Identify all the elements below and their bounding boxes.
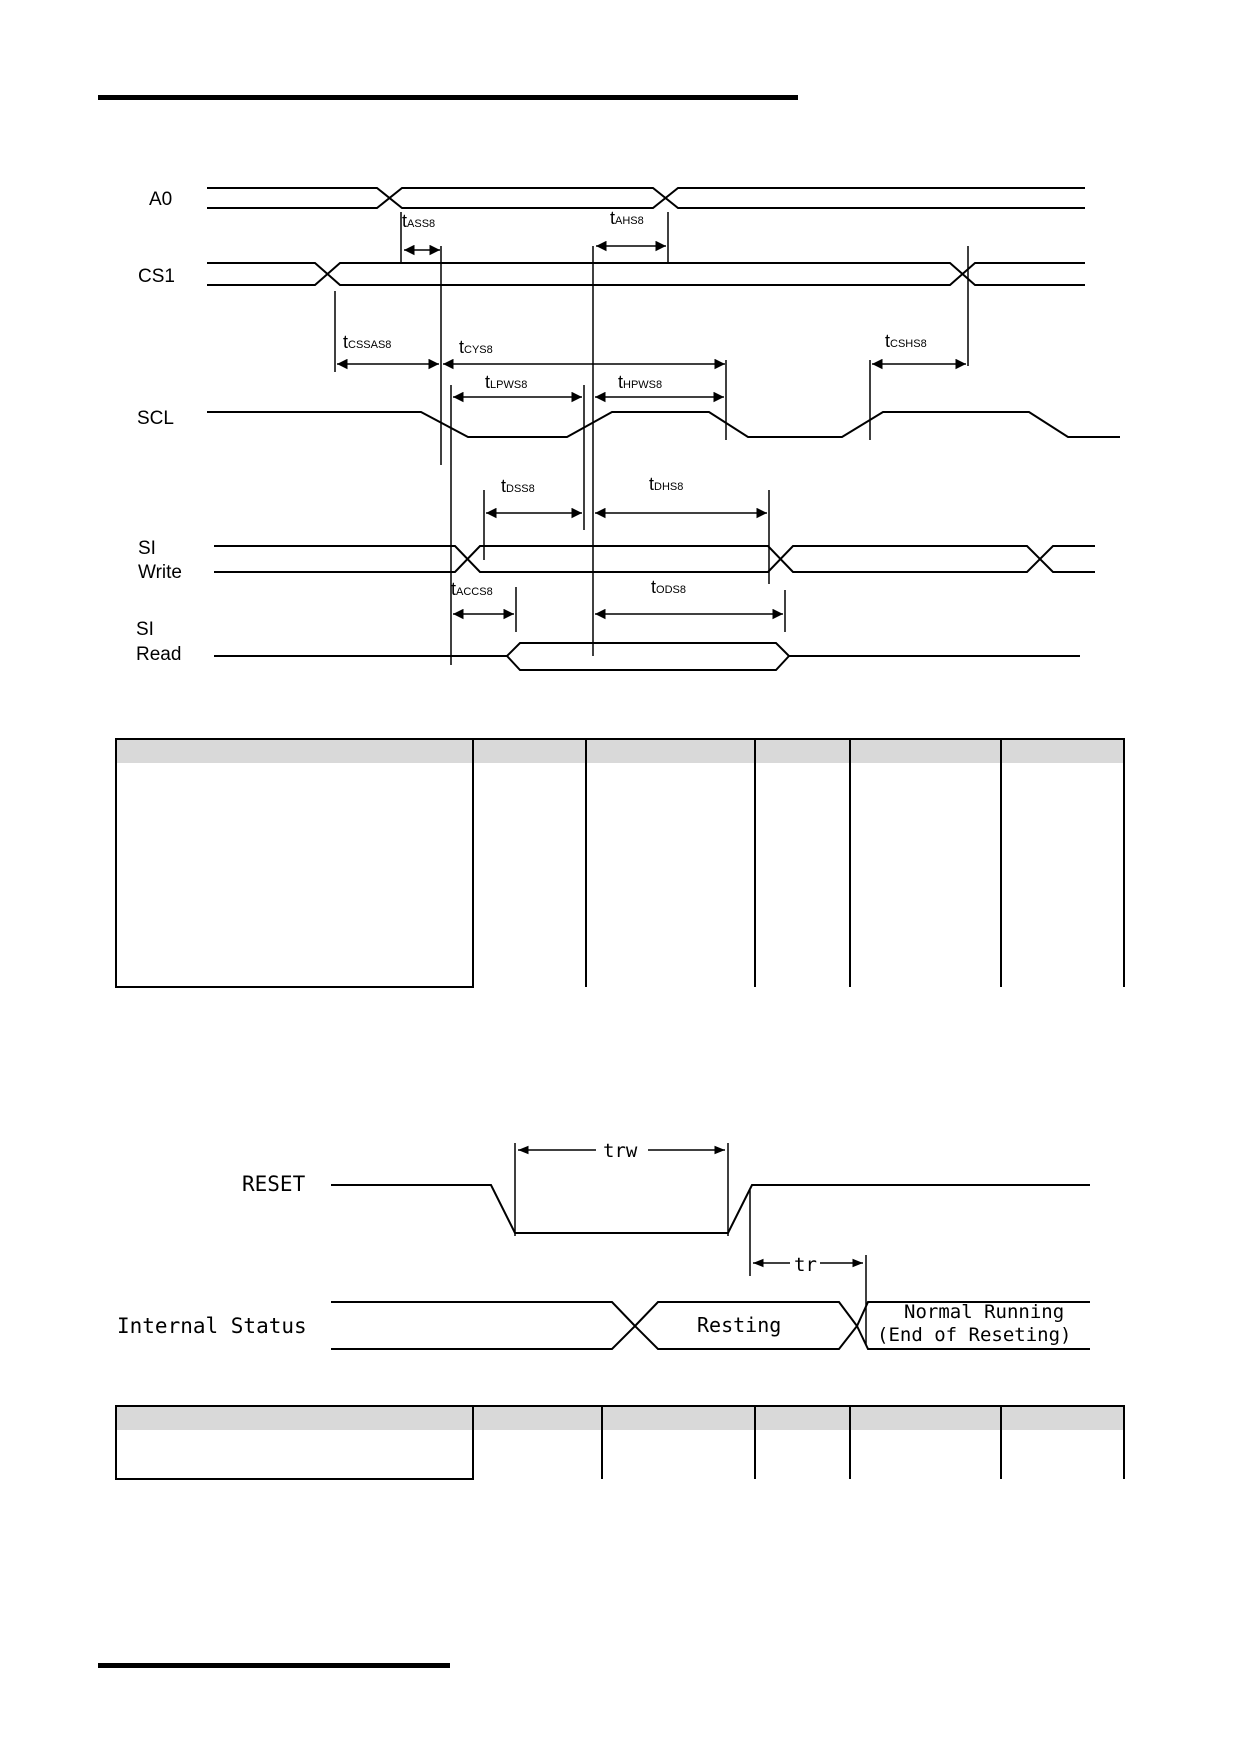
table-header-cell <box>755 1405 851 1430</box>
waveform-si-write <box>214 545 1095 573</box>
state-label-normal-running: Normal Running <box>904 1301 1064 1323</box>
waveform-cs1 <box>207 262 1085 286</box>
timing-label-trw: trw <box>603 1140 638 1162</box>
table-cell <box>115 1430 474 1480</box>
table-cell <box>850 1430 1002 1479</box>
state-label-resting: Resting <box>697 1313 781 1337</box>
table-cell <box>473 1430 603 1479</box>
signal-label-si-read-2: Read <box>136 644 181 665</box>
table-header-row <box>115 1405 1125 1430</box>
serial-timing-table <box>115 738 1125 988</box>
table-row <box>115 763 1125 988</box>
signal-label-si-write-2: Write <box>138 562 182 583</box>
table-header-row <box>115 738 1125 763</box>
table-cell <box>115 763 474 988</box>
table-cell <box>755 1430 851 1479</box>
table-cell <box>602 1430 756 1479</box>
timing-label-tlpws: tLPWS8 <box>485 372 527 392</box>
state-label-end-of-reseting: (End of Reseting) <box>877 1324 1071 1346</box>
signal-label-si-read-1: SI <box>136 619 154 640</box>
table-cell <box>1001 763 1125 987</box>
table-header-cell <box>473 1405 603 1430</box>
header-rule <box>98 95 798 100</box>
signal-label-a0: A0 <box>149 189 172 210</box>
table-cell <box>755 763 851 987</box>
waveform-reset <box>331 1184 1090 1234</box>
waveform-si-read <box>214 642 1080 671</box>
table-cell <box>473 763 587 987</box>
waveform-scl <box>207 411 1120 438</box>
timing-label-taccs: tACCS8 <box>451 579 493 599</box>
timing-label-tr: tr <box>794 1254 817 1276</box>
reset-timing-diagram: RESET Internal Status trw tr Resting Nor… <box>117 1140 1090 1350</box>
dimension-arrows <box>337 240 966 620</box>
signal-label-scl: SCL <box>137 408 174 429</box>
table-cell <box>1001 1430 1125 1479</box>
signal-label-internal-status: Internal Status <box>117 1314 307 1338</box>
table-cell <box>850 763 1002 987</box>
timing-label-tdhs: tDHS8 <box>649 474 683 494</box>
table-header-cell <box>473 738 587 763</box>
timing-label-tcssas: tCSSAS8 <box>343 332 391 352</box>
signal-label-reset: RESET <box>242 1172 306 1196</box>
table-header-cell <box>586 738 756 763</box>
reset-timing-table <box>115 1405 1125 1480</box>
timing-label-tahs: tAHS8 <box>610 208 644 228</box>
table-header-cell <box>115 1405 474 1430</box>
signal-label-si-write-1: SI <box>138 538 156 559</box>
table-header-cell <box>1001 738 1125 763</box>
table-cell <box>586 763 756 987</box>
timing-label-tcys: tCYS8 <box>459 337 493 357</box>
timing-label-tods: tODS8 <box>651 577 686 597</box>
waveform-a0 <box>207 187 1085 209</box>
timing-label-tdss: tDSS8 <box>501 476 535 496</box>
table-header-cell <box>755 738 851 763</box>
table-header-cell <box>850 1405 1002 1430</box>
table-header-cell <box>1001 1405 1125 1430</box>
timing-label-tass: tASS8 <box>402 211 435 231</box>
footer-rule <box>98 1663 450 1668</box>
table-header-cell <box>115 738 474 763</box>
table-header-cell <box>850 738 1002 763</box>
signal-label-cs1: CS1 <box>138 266 175 287</box>
timing-label-thpws: tHPWS8 <box>618 372 662 392</box>
reference-lines <box>334 212 969 665</box>
timing-label-tcshs: tCSHS8 <box>885 331 927 351</box>
table-header-cell <box>602 1405 756 1430</box>
table-row <box>115 1430 1125 1480</box>
